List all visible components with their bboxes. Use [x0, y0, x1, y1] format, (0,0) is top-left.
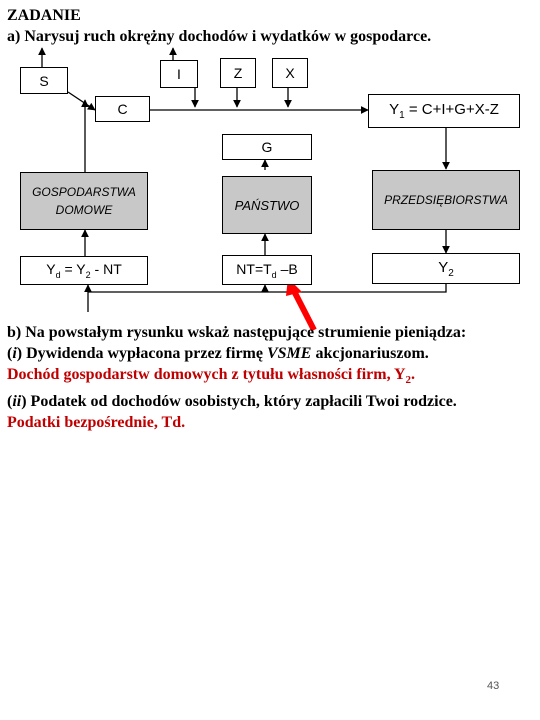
- question-item-2: (ii) Podatek od dochodów osobistych, któ…: [7, 393, 457, 411]
- task-b-text: b) Na powstałym rysunku wskaż następując…: [7, 324, 467, 341]
- firm-income-box-y2: Y2: [372, 253, 520, 284]
- exports-box-x: X: [272, 58, 308, 88]
- consumption-box-c: C: [95, 96, 150, 122]
- question-item-1: (i) Dywidenda wypłacona przez firmę VSME…: [7, 345, 429, 362]
- disposable-income-box: Yd = Y2 - NT: [20, 256, 148, 285]
- task-a-text: a) Narysuj ruch okrężny dochodów i wydat…: [7, 28, 432, 45]
- page-number: 43: [487, 680, 500, 692]
- answer-item-1: Dochód gospodarstw domowych z tytułu wła…: [7, 366, 416, 387]
- answer-item-2: Podatki bezpośrednie, Td.: [7, 414, 186, 432]
- nt-formula: NT=Td –B: [236, 260, 298, 280]
- y1-formula: Y1 = C+I+G+X-Z: [389, 101, 499, 121]
- total-output-box-y1: Y1 = C+I+G+X-Z: [368, 94, 520, 128]
- state-box: PAŃSTWO: [222, 176, 312, 234]
- government-box-g: G: [222, 134, 312, 160]
- net-taxes-box: NT=Td –B: [222, 255, 312, 285]
- yd-formula: Yd = Y2 - NT: [46, 261, 122, 280]
- imports-box-z: Z: [220, 58, 256, 88]
- households-box: GOSPODARSTWA DOMOWE: [20, 172, 148, 230]
- investment-box-i: I: [160, 60, 198, 88]
- task-b-section: b) Na powstałym rysunku wskaż następując…: [7, 322, 535, 433]
- savings-box-s: S: [20, 67, 68, 94]
- task-title: ZADANIE: [7, 7, 81, 24]
- task-header: ZADANIE a) Narysuj ruch okrężny dochodów…: [7, 5, 537, 47]
- y2-formula: Y2: [438, 258, 454, 279]
- firms-box: PRZEDSIĘBIORSTWA: [372, 170, 520, 230]
